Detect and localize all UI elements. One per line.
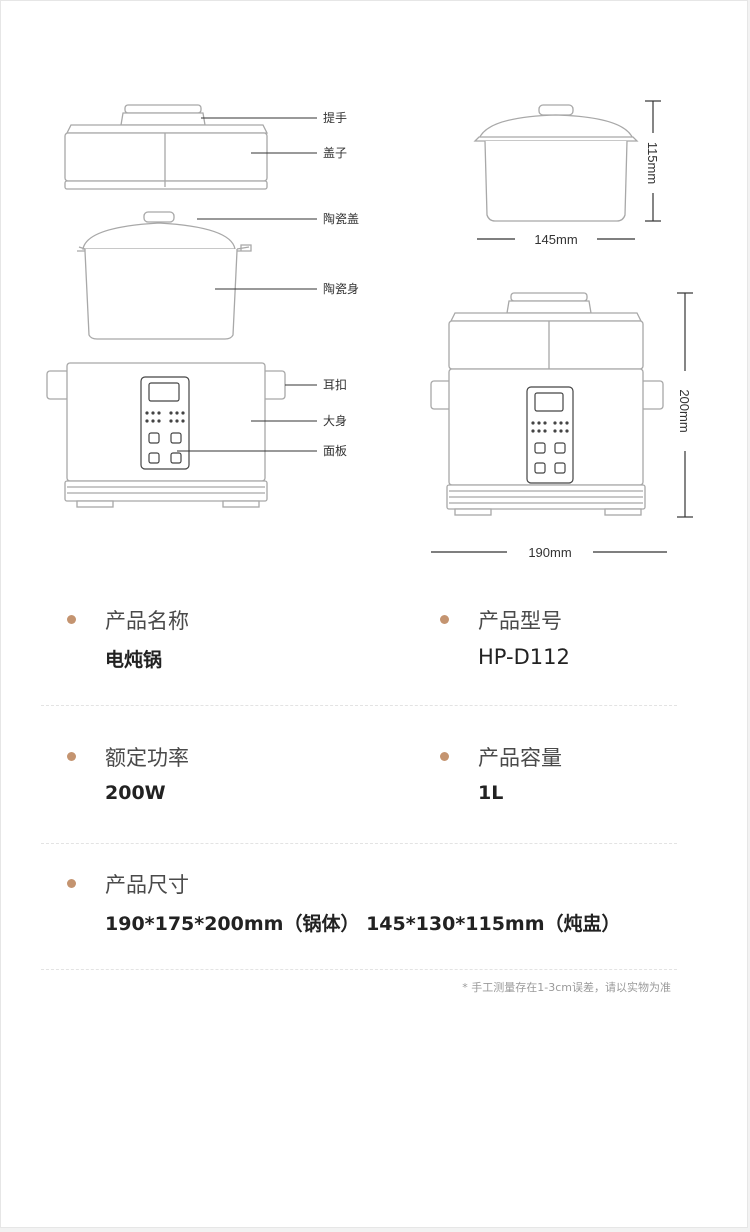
spec-value: HP-D112 (478, 645, 570, 669)
label-main-body: 大身 (323, 413, 347, 428)
spec-value: 200W (105, 782, 166, 804)
spec-label: 产品容量 (478, 746, 562, 770)
bullet-dot (440, 615, 449, 624)
spec-value: 1L (478, 782, 504, 804)
control-panel-drawing (140, 376, 190, 470)
label-ear-clip: 耳扣 (323, 378, 347, 392)
label-panel: 面板 (323, 444, 347, 458)
spec-value: 电炖锅 (105, 649, 163, 671)
spec-row-2: 额定功率 200W 产品容量 1L (41, 742, 677, 812)
divider (41, 843, 677, 844)
label-ceramic-body: 陶瓷身 (323, 281, 359, 296)
spec-label: 产品名称 (105, 609, 189, 633)
control-panel-drawing (526, 386, 574, 484)
spec-label: 产品尺寸 (105, 873, 189, 897)
bullet-dot (67, 879, 76, 888)
spec-label: 额定功率 (105, 746, 189, 770)
bullet-dot (67, 752, 76, 761)
spec-value: 190*175*200mm（锅体） 145*130*115mm（炖盅） (105, 913, 621, 935)
dimension-lines (431, 100, 693, 553)
bullet-dot (67, 615, 76, 624)
divider (41, 969, 677, 970)
spec-label: 产品型号 (478, 609, 562, 633)
spec-row-1: 产品名称 电炖锅 产品型号 HP-D112 (41, 605, 677, 675)
dim-inner-pot-height: 115mm (645, 142, 660, 184)
measurement-footnote: * 手工测量存在1-3cm误差，请以实物为准 (462, 981, 671, 994)
bullet-dot (440, 752, 449, 761)
dim-cooker-width: 190mm (528, 545, 571, 560)
outer-lid-drawing (64, 104, 269, 190)
dim-cooker-height: 200mm (677, 389, 692, 432)
product-diagram: 提手 盖子 陶瓷盖 陶瓷身 耳扣 大身 面板 115mm 145mm 200mm… (46, 100, 693, 560)
label-lid: 盖子 (323, 146, 347, 160)
label-handle: 提手 (323, 110, 347, 125)
assembled-pot-drawing (473, 104, 639, 222)
label-ceramic-lid: 陶瓷盖 (323, 211, 359, 226)
spec-row-3: 产品尺寸 190*175*200mm（锅体） 145*130*115mm（炖盅） (41, 869, 677, 939)
dim-inner-pot-width: 145mm (534, 232, 577, 247)
ceramic-pot-drawing (77, 211, 252, 340)
divider (41, 705, 677, 706)
callout-lines (177, 117, 317, 452)
